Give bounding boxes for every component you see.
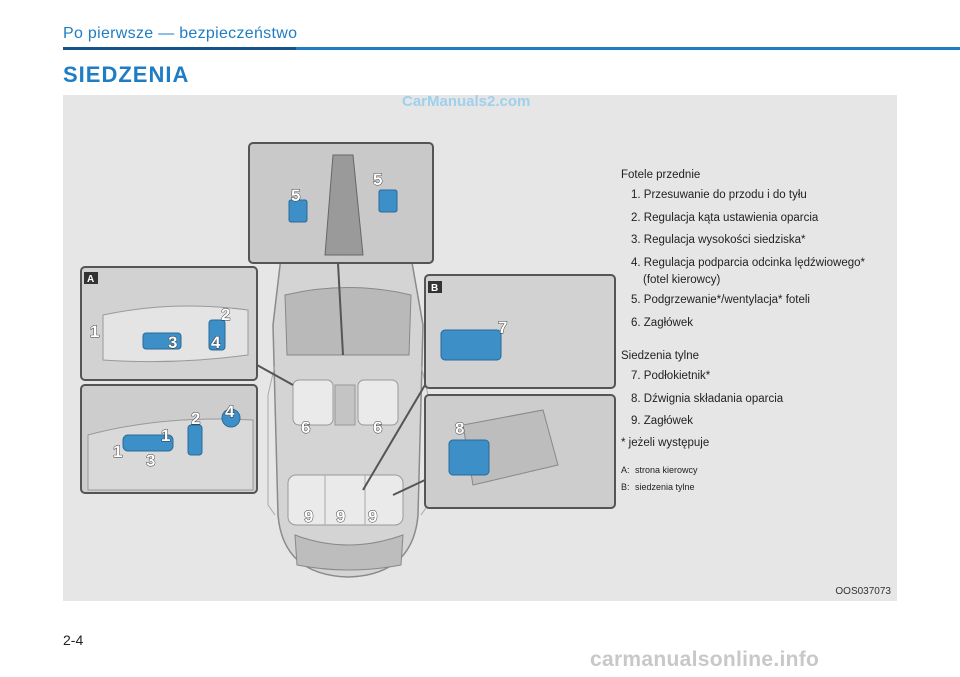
console-inset — [248, 142, 434, 356]
callout-6-right: 6 — [373, 418, 382, 437]
inset-b: B — [362, 274, 616, 491]
callout-6-left: 6 — [301, 418, 310, 437]
key-b-text: siedzenia tylne — [635, 481, 695, 492]
legend-item-6: 6. Zagłówek — [631, 316, 694, 329]
legend-item-4: 4. Regulacja podparcia odcinka lędźwiowe… — [631, 256, 865, 269]
legend-item-9: 9. Zagłówek — [631, 415, 694, 428]
section-header: Po pierwsze — bezpieczeństwo — [63, 25, 298, 42]
callout-9-center: 9 — [336, 507, 345, 526]
legend-item-8: 8. Dźwignia składania oparcia — [631, 392, 784, 405]
rear-seats-heading: Siedzenia tylne — [621, 350, 699, 363]
callout-9-right: 9 — [368, 507, 377, 526]
callout-3-a: 3 — [168, 333, 177, 352]
key-a: A: strona kierowcy — [621, 465, 891, 475]
key-b-letter: B: — [621, 481, 630, 492]
callout-1-lower-b: 1 — [161, 426, 170, 445]
legend-item-3: 3. Regulacja wysokości siedziska* — [631, 234, 806, 247]
callout-4-lower: 4 — [225, 402, 235, 421]
inset-a: A — [80, 266, 294, 386]
optional-note: * jeżeli występuje — [621, 436, 710, 449]
page-title: SIEDZENIA — [63, 62, 190, 87]
page-number: 2-4 — [63, 632, 84, 648]
inset-keys: A: strona kierowcy B: siedzenia tylne — [621, 465, 891, 492]
image-code: OOS037073 — [835, 586, 891, 597]
callout-9-left: 9 — [304, 507, 313, 526]
inset-b-tag: B — [431, 283, 438, 294]
header-rule — [63, 47, 960, 50]
callout-5-left: 5 — [291, 186, 300, 205]
watermark-bottom: carmanualsonline.info — [590, 648, 820, 671]
header-rule-accent — [63, 47, 296, 50]
legend-item-2: 2. Regulacja kąta ustawienia oparcia — [631, 211, 819, 224]
callout-4-a: 4 — [211, 333, 221, 352]
callout-8: 8 — [455, 419, 464, 438]
legend-item-5: 5. Podgrzewanie*/wentylacja* foteli — [631, 294, 810, 307]
callout-3-lower: 3 — [146, 451, 155, 470]
key-a-text: strona kierowcy — [635, 464, 698, 475]
inset-a-tag: A — [87, 274, 94, 285]
legend-item-4-continuation: (fotel kierowcy) — [643, 274, 721, 287]
watermark-top: CarManuals2.com — [402, 93, 531, 110]
front-seats-heading: Fotele przednie — [621, 169, 701, 181]
callout-5-right: 5 — [373, 170, 382, 189]
legend-item-7: 7. Podłokietnik* — [631, 370, 711, 383]
legend-item-1: 1. Przesuwanie do przodu i do tyłu — [631, 189, 807, 201]
car-body — [267, 226, 429, 578]
callout-1-a: 1 — [90, 322, 99, 341]
callout-1-lower-a: 1 — [113, 442, 122, 461]
inset-lever — [392, 394, 616, 509]
key-b: B: siedzenia tylne — [621, 482, 891, 492]
seats-diagram: A B 5 5 1 2 3 4 1 1 2 4 3 6 6 7 8 9 9 — [80, 142, 616, 578]
key-a-letter: A: — [621, 464, 630, 475]
callout-2-a: 2 — [221, 305, 230, 324]
callout-2-lower: 2 — [191, 409, 200, 428]
inset-a-lower — [80, 384, 258, 494]
callout-7: 7 — [498, 318, 507, 337]
legend: Fotele przednie 1. Przesuwanie do przodu… — [621, 169, 891, 499]
